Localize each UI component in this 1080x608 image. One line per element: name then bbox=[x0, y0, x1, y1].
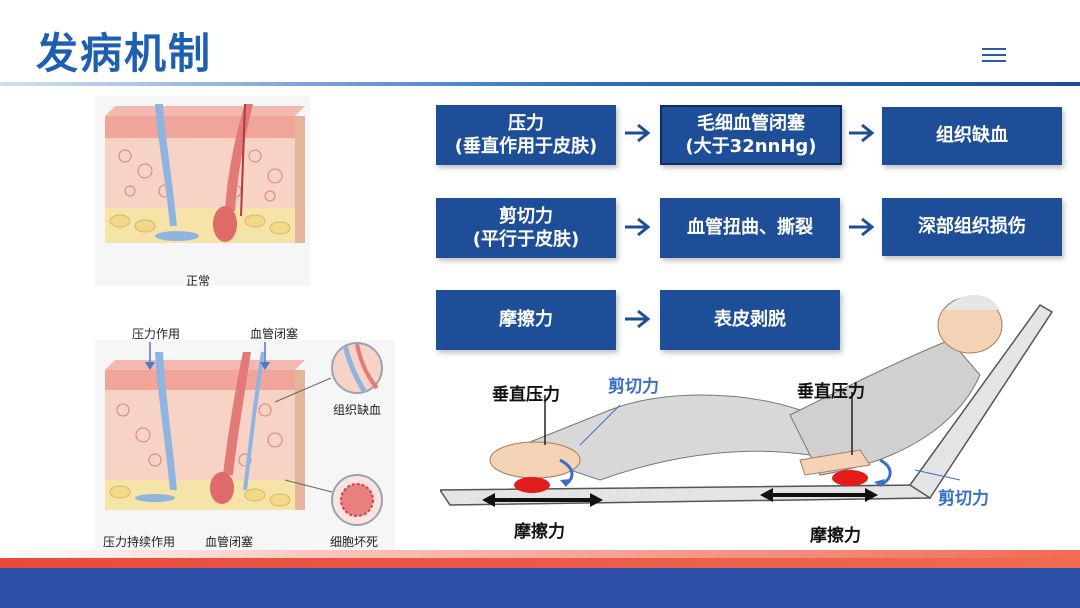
flow-box-friction[interactable]: 摩擦力 bbox=[436, 290, 616, 350]
arrow-icon bbox=[847, 216, 877, 238]
label-sustained-pressure: 压力持续作用 bbox=[103, 535, 176, 549]
label-friction-right: 摩擦力 bbox=[810, 526, 861, 546]
flow-box-epidermal-peeling[interactable]: 表皮剥脱 bbox=[660, 290, 840, 350]
page-title: 发病机制 bbox=[36, 29, 213, 78]
flow-box-pressure[interactable]: 压力 (垂直作用于皮肤) bbox=[436, 105, 616, 165]
normal-skin-illustration bbox=[95, 96, 310, 286]
label-shear-top: 剪切力 bbox=[608, 377, 659, 397]
flow-box-vessel-tear-label: 血管扭曲、撕裂 bbox=[687, 217, 813, 239]
arrow-icon bbox=[623, 308, 653, 330]
footer-blue-band bbox=[0, 568, 1080, 608]
flow-box-pressure-label: 压力 (垂直作用于皮肤) bbox=[454, 112, 598, 157]
pressure-skin-illustration bbox=[95, 340, 395, 550]
label-vessel-occlusion-top: 血管闭塞 bbox=[250, 327, 299, 341]
header-divider bbox=[0, 82, 1080, 86]
arrow-icon bbox=[623, 122, 653, 144]
label-cell-necrosis: 细胞坏死 bbox=[330, 535, 379, 549]
normal-skin-caption: 正常 bbox=[186, 274, 211, 288]
flow-box-deep-tissue[interactable]: 深部组织损伤 bbox=[882, 198, 1062, 256]
flow-box-peeling-label: 表皮剥脱 bbox=[714, 309, 786, 331]
flow-box-tissue-ischemia[interactable]: 组织缺血 bbox=[882, 107, 1062, 165]
label-vertical-pressure-left: 垂直压力 bbox=[492, 385, 560, 405]
footer-red-band bbox=[0, 558, 1080, 568]
label-vertical-pressure-right: 垂直压力 bbox=[797, 382, 865, 402]
flow-box-shear-label: 剪切力 (平行于皮肤) bbox=[472, 205, 580, 250]
menu-icon[interactable] bbox=[982, 48, 1006, 64]
flow-box-ischemia-label: 组织缺血 bbox=[936, 125, 1008, 147]
patient-bed-illustration bbox=[438, 280, 1060, 520]
label-tissue-ischemia: 组织缺血 bbox=[333, 403, 382, 417]
label-vessel-occlusion-bottom: 血管闭塞 bbox=[205, 535, 254, 549]
flow-box-shear[interactable]: 剪切力 (平行于皮肤) bbox=[436, 198, 616, 258]
arrow-icon bbox=[847, 122, 877, 144]
flow-box-capillary-occlusion[interactable]: 毛细血管闭塞 (大于32nnHg) bbox=[660, 105, 842, 165]
flow-box-friction-label: 摩擦力 bbox=[499, 309, 553, 331]
flow-box-capillary-label: 毛细血管闭塞 (大于32nnHg) bbox=[685, 112, 817, 157]
flow-box-vessel-tear[interactable]: 血管扭曲、撕裂 bbox=[660, 198, 840, 258]
label-shear-right: 剪切力 bbox=[938, 489, 989, 509]
flow-box-deep-tissue-label: 深部组织损伤 bbox=[918, 216, 1026, 238]
label-pressure-action: 压力作用 bbox=[132, 327, 181, 341]
arrow-icon bbox=[623, 216, 653, 238]
footer-gradient bbox=[0, 550, 1080, 558]
label-friction-left: 摩擦力 bbox=[514, 522, 565, 542]
